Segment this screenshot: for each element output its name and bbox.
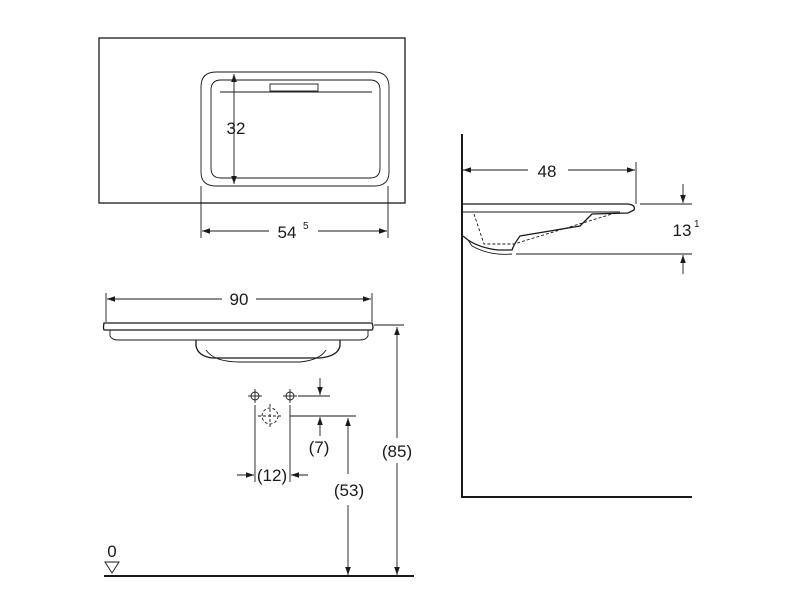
dim-label-48: 48 bbox=[538, 162, 557, 181]
dim-label-53: (53) bbox=[334, 481, 364, 500]
dim-label-54: 54 bbox=[278, 223, 297, 242]
floor-level-marker-icon bbox=[104, 561, 120, 574]
side-view: 48 13 1 bbox=[461, 134, 700, 498]
dim-label-7: (7) bbox=[309, 438, 330, 457]
dim-label-32: 32 bbox=[227, 119, 246, 138]
dim-label-13-sup: 1 bbox=[694, 219, 700, 230]
top-view-outline bbox=[98, 37, 406, 204]
dim-label-90: 90 bbox=[230, 290, 249, 309]
water-connection-left-icon bbox=[248, 389, 262, 403]
drain-connection-icon bbox=[258, 404, 282, 428]
bowl-inner-outline bbox=[210, 79, 381, 179]
dim-label-85: (85) bbox=[382, 442, 412, 461]
basin-slab bbox=[102, 322, 374, 331]
top-view: 32 54 5 bbox=[98, 37, 406, 242]
bowl-outer-outline bbox=[200, 71, 390, 187]
basin-side-profile bbox=[462, 203, 636, 251]
bowl-underside bbox=[195, 340, 341, 359]
dim-label-54-sup: 5 bbox=[303, 221, 309, 232]
bowl-underside-inner bbox=[205, 349, 327, 363]
water-connection-right-icon bbox=[283, 389, 297, 403]
basin-side-underside bbox=[467, 239, 513, 255]
dim-label-12: (12) bbox=[257, 466, 287, 485]
floor-level-label: 0 bbox=[107, 542, 116, 561]
bowl-hidden-outline bbox=[473, 213, 613, 245]
basin-slab-lower bbox=[109, 330, 369, 341]
dim-label-13: 13 bbox=[673, 221, 692, 240]
front-view: 90 (7) (12 bbox=[102, 290, 414, 577]
overflow-slot bbox=[269, 83, 319, 92]
